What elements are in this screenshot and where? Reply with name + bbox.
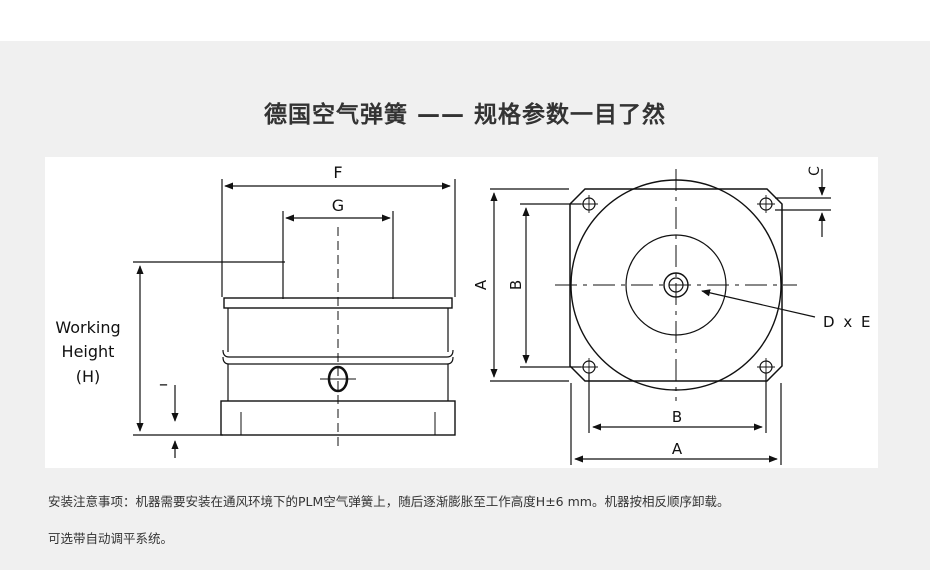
- label-b-horizontal: B: [672, 408, 682, 426]
- label-f: F: [333, 163, 342, 182]
- diagram-svg: F G – Working Height (H): [55, 163, 872, 465]
- label-working-height-line2: Height: [62, 342, 115, 361]
- top-plate: [223, 297, 453, 309]
- leveling-note: 可选带自动调平系统。: [48, 531, 174, 546]
- side-view: [133, 179, 456, 458]
- label-g: G: [332, 196, 344, 215]
- label-tolerance: –: [159, 374, 168, 395]
- label-a-horizontal: A: [672, 440, 683, 458]
- leader-arrow-dxe: [701, 289, 816, 318]
- label-working-height-line3: (H): [76, 367, 101, 386]
- label-b-vertical: B: [507, 280, 525, 290]
- base-plate: [220, 400, 456, 436]
- label-dxe: D x E: [823, 313, 872, 331]
- square-base-plate: [569, 188, 783, 382]
- label-c: C: [807, 166, 823, 176]
- page-title: 德国空气弹簧 —— 规格参数一目了然: [263, 102, 666, 128]
- dimension-diagram: F G – Working Height (H): [45, 157, 878, 468]
- label-working-height-line1: Working: [55, 318, 120, 337]
- label-a-vertical: A: [472, 279, 490, 290]
- girdle-ring-bottom: [222, 356, 454, 365]
- girdle-ring-top: [222, 349, 454, 358]
- installation-note: 安装注意事项：机器需要安装在通风环境下的PLM空气弹簧上，随后逐渐膨胀至工作高度…: [48, 494, 730, 509]
- top-view: [490, 169, 831, 465]
